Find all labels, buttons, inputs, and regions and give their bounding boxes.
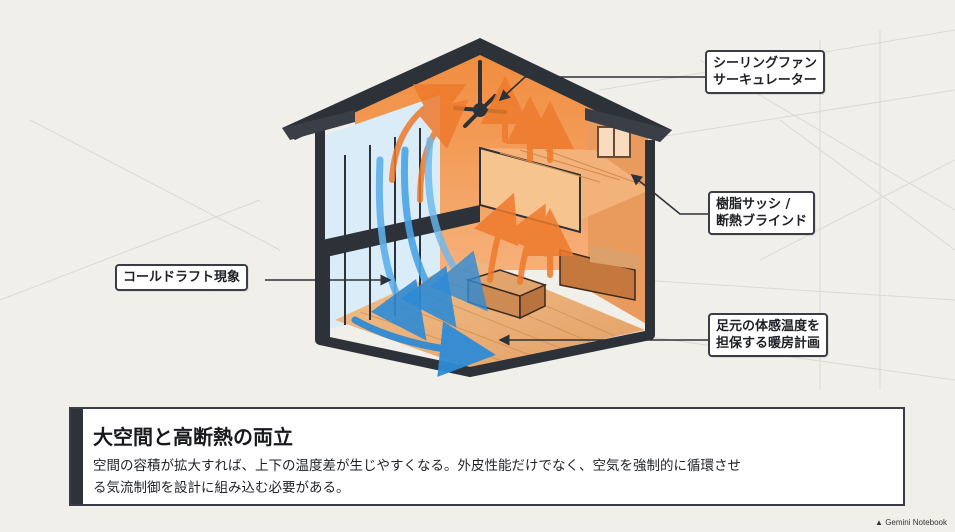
label-cold-draft-text: コールドラフト現象 <box>123 270 241 285</box>
label-foot-temp-line-1: 足元の体感温度を <box>716 319 821 334</box>
caption-body-line-1: 空間の容積が拡大すれば、上下の温度差が生じやすくなる。外皮性能だけでなく、空気を… <box>93 458 741 474</box>
caption-title: 大空間と高断熱の両立 <box>93 425 293 449</box>
brand-icon: ▲ <box>875 518 883 527</box>
brand-name: Gemini Notebook <box>885 518 947 527</box>
label-resin-sash-line-1: 樹脂サッシ / <box>716 197 791 212</box>
label-foot-temp-line-2: 担保する暖房計画 <box>716 336 821 351</box>
label-ceiling-fan-line-1: シーリングファン <box>713 56 818 71</box>
caption-panel: 大空間と高断熱の両立 空間の容積が拡大すれば、上下の温度差が生じやすくなる。外皮… <box>69 407 905 506</box>
label-cold-draft: コールドラフト現象 <box>115 264 249 291</box>
footer-brand: ▲ Gemini Notebook <box>875 518 947 527</box>
label-resin-sash-blind: 樹脂サッシ / 断熱ブラインド <box>708 191 816 235</box>
leader-lines <box>265 76 708 346</box>
label-resin-sash-line-2: 断熱ブラインド <box>716 214 808 229</box>
cold-draft-arrows <box>351 136 496 377</box>
label-foot-temperature-heating: 足元の体感温度を 担保する暖房計画 <box>708 313 829 357</box>
caption-body-line-2: る気流制御を設計に組み込む必要がある。 <box>93 480 350 496</box>
label-ceiling-fan-circulator: シーリングファン サーキュレーター <box>705 50 826 94</box>
caption-body: 空間の容積が拡大すれば、上下の温度差が生じやすくなる。外皮性能だけでなく、空気を… <box>93 455 883 499</box>
warm-air-arrows <box>389 76 574 285</box>
caption-accent-bar <box>71 409 83 504</box>
label-ceiling-fan-line-2: サーキュレーター <box>713 73 817 88</box>
